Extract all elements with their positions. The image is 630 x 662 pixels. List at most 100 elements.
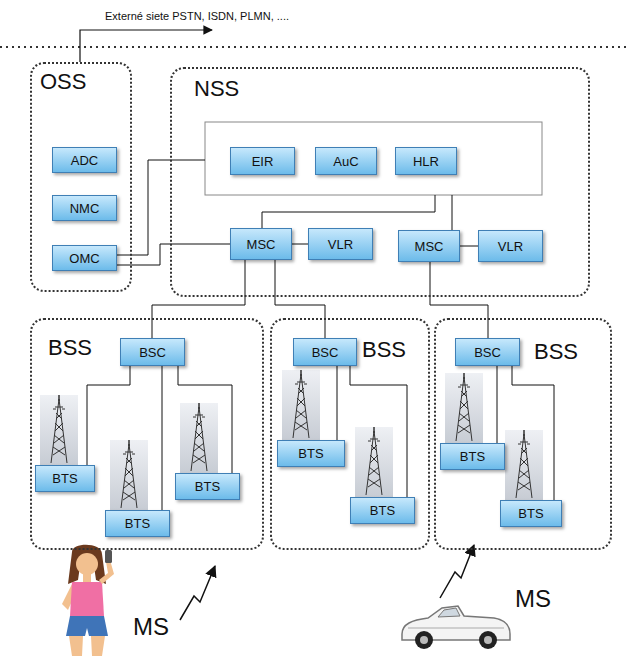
- database-link: [452, 195, 453, 230]
- connector-line: [87, 366, 130, 465]
- girl-figure-part: [83, 574, 91, 582]
- element-label: VLR: [328, 237, 353, 252]
- mobile-station-label: MS: [133, 614, 169, 640]
- connector-line: [460, 246, 478, 247]
- network-element-box: BSC: [455, 338, 520, 366]
- connector-line: [430, 262, 488, 338]
- girl-figure-part: [66, 616, 108, 636]
- element-label: BSC: [139, 345, 166, 360]
- bts-tower: [180, 403, 218, 473]
- network-element-box: BTS: [440, 443, 505, 470]
- car-figure-part: [415, 631, 433, 649]
- network-element-box: BTS: [105, 510, 170, 537]
- girl-figure-part: [70, 582, 104, 616]
- element-label: BSC: [312, 345, 339, 360]
- bts-tower: [355, 427, 393, 497]
- network-element-box: BTS: [350, 497, 415, 524]
- network-element-box: MSC: [398, 230, 460, 262]
- element-label: BTS: [298, 446, 323, 461]
- region-heading: BSS: [48, 336, 92, 360]
- connector-group: [87, 244, 554, 510]
- network-element-box: HLR: [395, 147, 457, 175]
- external-arrow: [80, 30, 212, 62]
- external-networks-note: Externé siete PSTN, ISDN, PLMN, ....: [105, 10, 289, 22]
- bts-tower: [505, 430, 543, 500]
- subsystem-region: OSS ADC NMC OMC: [30, 62, 132, 292]
- region-heading: BSS: [534, 340, 578, 364]
- element-label: BTS: [195, 479, 220, 494]
- database-frame: [205, 122, 542, 195]
- subsystem-region: BSS BSC BTS BTS: [434, 318, 612, 550]
- network-element-box: ADC: [52, 147, 117, 173]
- car-figure-part: [408, 628, 504, 629]
- connector-line: [275, 260, 325, 338]
- element-label: NMC: [70, 201, 100, 216]
- network-element-box: BTS: [35, 465, 95, 492]
- subsystem-region: NSS EIR AuC HLR MSC VLR MSC VLR: [170, 67, 590, 297]
- connector-line: [292, 244, 308, 245]
- connector-line: [162, 366, 163, 510]
- car-figure-part: [479, 631, 497, 649]
- external-networks-note-box: Externé siete PSTN, ISDN, PLMN, ....: [105, 6, 289, 24]
- mobile-station-label-box: MS: [515, 586, 551, 612]
- boundary-line: [0, 46, 630, 48]
- network-element-box: VLR: [478, 230, 543, 262]
- element-label: MSC: [415, 239, 444, 254]
- connector-line: [117, 244, 230, 265]
- element-label: BTS: [370, 503, 395, 518]
- connector-line: [178, 366, 232, 473]
- car-figure-part: [420, 636, 428, 644]
- network-element-box: BSC: [293, 338, 357, 366]
- subsystem-region: BSS BSC BTS BTS: [270, 318, 430, 550]
- girl-figure-part: [99, 560, 114, 584]
- network-element-box: BTS: [277, 440, 345, 467]
- connector-line: [512, 366, 554, 500]
- element-label: BTS: [52, 471, 77, 486]
- element-label: BTS: [460, 449, 485, 464]
- mobile-station-label-box: MS: [133, 614, 169, 640]
- network-element-box: NMC: [52, 195, 117, 221]
- radio-link: [440, 545, 474, 598]
- element-label: HLR: [413, 154, 439, 169]
- network-element-box: EIR: [230, 147, 295, 175]
- car-figure-part: [484, 636, 492, 644]
- element-label: VLR: [498, 239, 523, 254]
- region-heading: BSS: [362, 338, 406, 362]
- girl-figure-part: [68, 545, 106, 584]
- subsystem-region: BSS BSC BTS BTS BTS: [30, 318, 264, 550]
- girl-figure-part: [76, 553, 98, 575]
- connector-line: [497, 366, 498, 443]
- element-label: AuC: [333, 154, 358, 169]
- element-label: BTS: [125, 516, 150, 531]
- network-element-box: BTS: [500, 500, 562, 527]
- girl-figure: [62, 545, 114, 656]
- database-link: [262, 195, 435, 228]
- radio-link: [180, 566, 215, 620]
- girl-figure-part: [69, 636, 105, 656]
- element-label: ADC: [71, 153, 98, 168]
- network-element-box: BTS: [175, 473, 240, 500]
- element-label: BTS: [518, 506, 543, 521]
- network-element-box: BSC: [120, 338, 185, 366]
- network-element-box: AuC: [315, 147, 377, 175]
- bts-tower: [110, 440, 148, 510]
- network-element-box: MSC: [230, 228, 292, 260]
- car-figure-part: [438, 608, 460, 617]
- girl-figure-part: [105, 550, 112, 563]
- connector-line: [350, 366, 407, 497]
- bts-tower: [445, 373, 483, 443]
- element-label: MSC: [247, 237, 276, 252]
- connector-line: [152, 260, 245, 338]
- element-label: OMC: [69, 251, 99, 266]
- bts-tower: [40, 395, 78, 465]
- element-label: EIR: [252, 154, 274, 169]
- element-label: BSC: [474, 345, 501, 360]
- region-heading: OSS: [40, 70, 86, 94]
- car-figure: [402, 606, 510, 649]
- network-element-box: VLR: [308, 228, 373, 260]
- region-heading: NSS: [194, 77, 239, 101]
- mobile-station-label: MS: [515, 586, 551, 612]
